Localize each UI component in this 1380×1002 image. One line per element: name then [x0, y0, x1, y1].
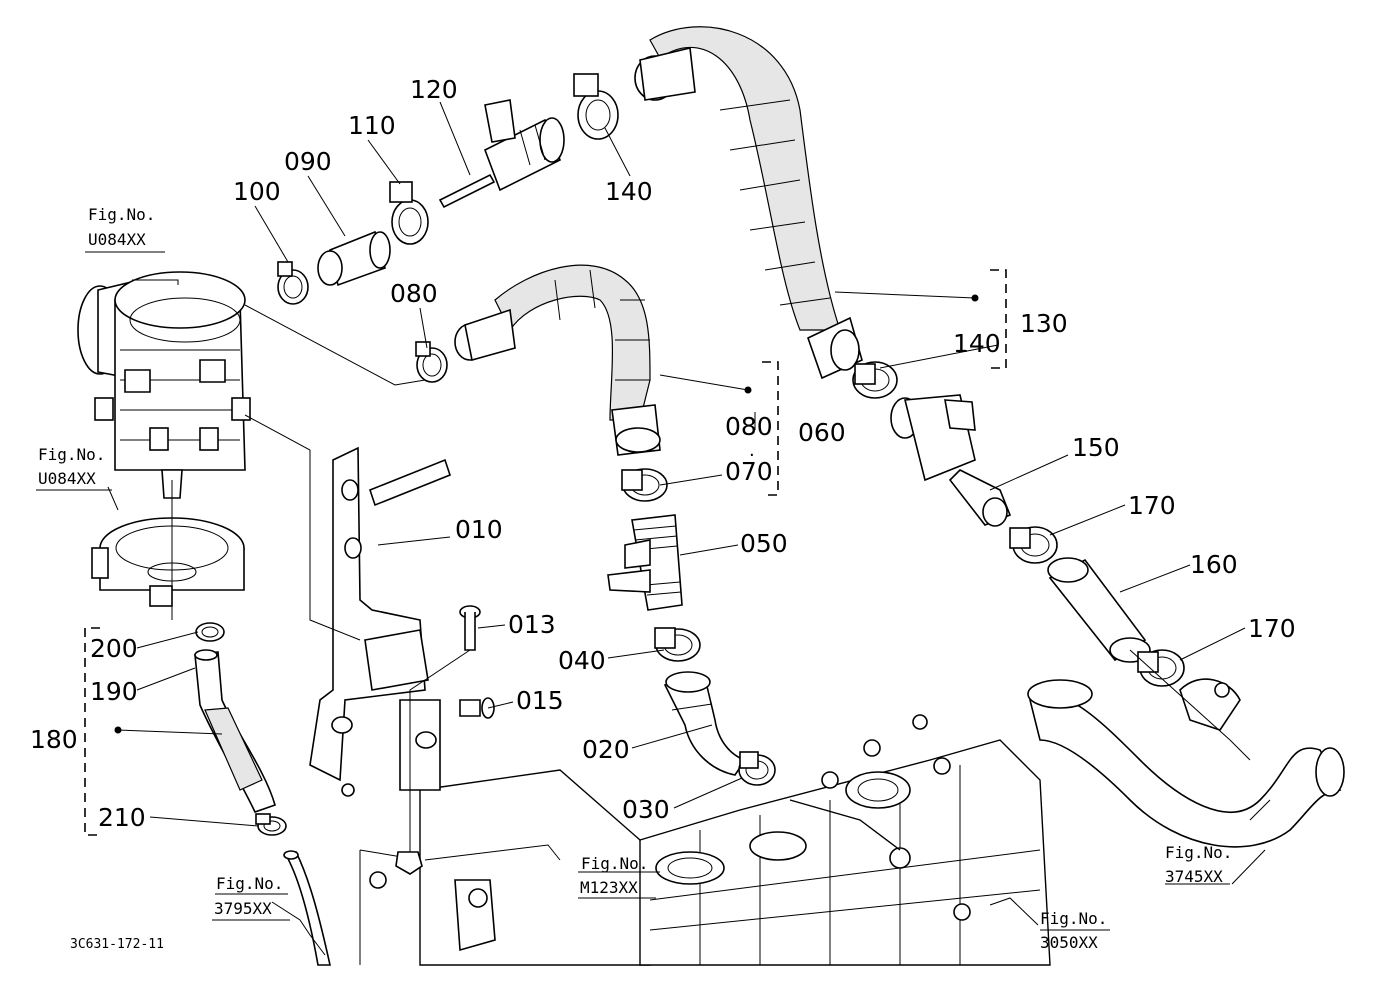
- label-070: 070: [725, 457, 773, 486]
- clamp-100: [277, 261, 309, 305]
- pipe-150: [890, 394, 1012, 527]
- label-160: 160: [1190, 550, 1238, 579]
- clamp-040: [654, 627, 701, 662]
- label-080-upper: 080: [390, 279, 438, 308]
- clamp-170-lower: [1137, 649, 1185, 687]
- label-040: 040: [558, 646, 606, 675]
- clamp-140-lower: [852, 361, 898, 399]
- hose-060: [454, 264, 661, 456]
- bolt-013: [459, 605, 481, 651]
- label-190: 190: [90, 677, 138, 706]
- label-150: 150: [1072, 433, 1120, 462]
- fig-ref-m123-label: Fig.No.: [581, 854, 648, 873]
- label-020: 020: [582, 735, 630, 764]
- air-cleaner-assembly: [77, 271, 251, 620]
- hose-190: [194, 649, 276, 813]
- fig-ref-3745-label: Fig.No.: [1165, 843, 1232, 862]
- label-130: 130: [1020, 309, 1068, 338]
- fig-ref-3795-number: 3795XX: [214, 899, 272, 918]
- fig-ref-u084-top-label: Fig.No.: [88, 205, 155, 224]
- label-100: 100: [233, 177, 281, 206]
- label-140-upper: 140: [605, 177, 653, 206]
- label-060: 060: [798, 418, 846, 447]
- label-013: 013: [508, 610, 556, 639]
- clamp-140-upper: [573, 73, 619, 140]
- label-200: 200: [90, 634, 138, 663]
- bracket-180: [84, 627, 100, 836]
- figure-refs: Fig.No. U084XX Fig.No. U084XX Fig.No. 37…: [36, 205, 1232, 952]
- hose-090: [317, 230, 391, 287]
- clamp-200: [195, 622, 225, 642]
- nut: [395, 851, 423, 875]
- bracket-010: [309, 446, 451, 797]
- clamp-080-left: [415, 341, 448, 383]
- fig-ref-3050-number: 3050XX: [1040, 933, 1098, 952]
- joint-050: [607, 514, 683, 611]
- label-090: 090: [284, 147, 332, 176]
- bracket-060: [762, 361, 779, 496]
- label-030: 030: [622, 795, 670, 824]
- fig-ref-m123-number: M123XX: [580, 878, 638, 897]
- label-080-lower: 080: [725, 412, 773, 441]
- label-170-lower: 170: [1248, 614, 1296, 643]
- hose-020: [663, 671, 747, 776]
- label-110: 110: [348, 111, 396, 140]
- label-140-lower: 140: [953, 329, 1001, 358]
- bolt-015: [459, 697, 495, 719]
- clamp-030: [738, 751, 776, 786]
- leader-lines: [85, 101, 1266, 956]
- fig-ref-3745-number: 3745XX: [1165, 867, 1223, 886]
- fig-ref-u084-mid-number: U084XX: [38, 469, 96, 488]
- clamp-170-upper: [1009, 526, 1058, 564]
- engine-block: [359, 714, 1051, 966]
- label-210: 210: [98, 803, 146, 832]
- label-050: 050: [740, 529, 788, 558]
- dot-separator: ·: [749, 445, 755, 466]
- label-015: 015: [516, 686, 564, 715]
- fig-ref-u084-top-number: U084XX: [88, 230, 146, 249]
- fig-ref-3795-label: Fig.No.: [216, 874, 283, 893]
- clamp-070: [621, 468, 668, 502]
- label-120: 120: [410, 75, 458, 104]
- hose-3795: [283, 850, 331, 966]
- water-pipe-3745: [1027, 678, 1345, 848]
- drawing-code: 3C631-172-11: [70, 937, 164, 952]
- hose-130: [634, 26, 863, 380]
- bracket-130: [990, 269, 1007, 369]
- hose-160: [1047, 557, 1151, 663]
- fig-ref-u084-mid-label: Fig.No.: [38, 445, 105, 464]
- label-180: 180: [30, 725, 78, 754]
- sensor-120: [438, 99, 565, 209]
- label-010: 010: [455, 515, 503, 544]
- part-labels: 120 110 090 100 140 080 130 140 080 060 …: [30, 75, 1296, 832]
- clamp-210: [255, 813, 287, 836]
- fig-ref-3050-label: Fig.No.: [1040, 909, 1107, 928]
- clamp-110: [389, 181, 429, 245]
- label-170-upper: 170: [1128, 491, 1176, 520]
